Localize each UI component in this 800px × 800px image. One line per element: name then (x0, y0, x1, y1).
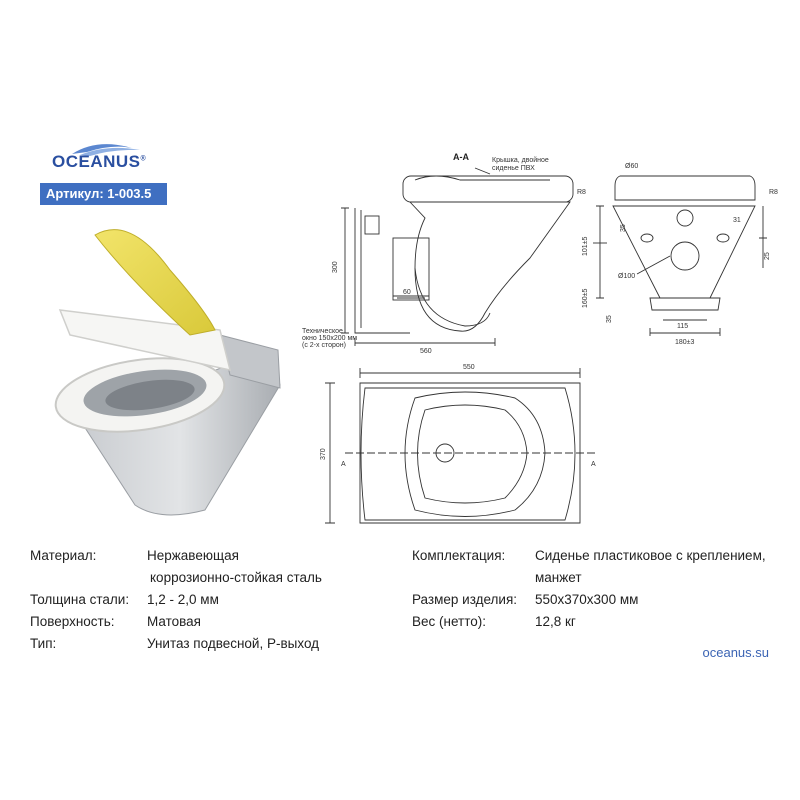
spec-weight-label: Вес (нетто): (412, 614, 486, 629)
logo-text: OCEANUS® (52, 152, 147, 171)
spec-type-value: Унитаз подвесной, Р-выход (147, 636, 320, 651)
section-label: A-A (453, 152, 469, 162)
wave-icon (72, 144, 140, 156)
spec-kit-value-2: манжет (535, 570, 582, 585)
svg-text:101±5: 101±5 (582, 236, 589, 256)
website-link[interactable]: oceanus.su (702, 645, 770, 660)
svg-text:A: A (341, 461, 346, 468)
svg-text:35: 35 (620, 224, 627, 232)
svg-text:60: 60 (403, 289, 411, 296)
svg-text:A: A (591, 461, 596, 468)
svg-text:(с 2-х сторон): (с 2-х сторон) (302, 342, 346, 349)
svg-text:35: 35 (606, 315, 613, 323)
article-number: Артикул: 1-003.5 (40, 183, 167, 205)
svg-text:R8: R8 (769, 189, 778, 196)
spec-thickness-label: Толщина стали: (30, 592, 130, 607)
svg-text:Техническое: Техническое (302, 328, 343, 335)
svg-text:Ø60: Ø60 (625, 163, 638, 170)
svg-text:Крышка, двойное: Крышка, двойное (492, 156, 549, 164)
svg-text:560: 560 (420, 348, 432, 355)
spec-material-label: Материал: (30, 548, 97, 563)
spec-type-label: Тип: (30, 636, 57, 651)
svg-text:300: 300 (332, 261, 339, 273)
brand-logo: OCEANUS® (52, 140, 152, 180)
spec-size-label: Размер изделия: (412, 592, 518, 607)
spec-material-value-2: коррозионно-стойкая сталь (150, 570, 322, 585)
svg-text:R8: R8 (577, 189, 586, 196)
spec-weight-value: 12,8 кг (535, 614, 576, 629)
svg-text:370: 370 (320, 448, 327, 460)
spec-size-value: 550х370х300 мм (535, 592, 639, 607)
spec-thickness-value: 1,2 - 2,0 мм (147, 592, 219, 607)
svg-text:31: 31 (733, 217, 741, 224)
technical-drawing: A-A Крышка, двойное сиденье ПВХ Техничес… (285, 148, 785, 538)
svg-text:115: 115 (677, 323, 688, 330)
spec-surface-value: Матовая (147, 614, 201, 629)
svg-text:25: 25 (764, 252, 771, 260)
svg-text:Ø100: Ø100 (618, 273, 635, 280)
svg-text:160±5: 160±5 (582, 288, 589, 308)
product-photo (40, 210, 300, 530)
spec-kit-label: Комплектация: (412, 548, 506, 563)
spec-kit-value: Сиденье пластиковое с креплением, (535, 548, 766, 563)
svg-text:550: 550 (463, 364, 475, 371)
spec-material-value: Нержавеющая (147, 548, 239, 563)
svg-text:окно 150х200 мм: окно 150х200 мм (302, 335, 357, 342)
svg-text:180±3: 180±3 (675, 339, 695, 346)
svg-text:сиденье ПВХ: сиденье ПВХ (492, 165, 535, 172)
spec-surface-label: Поверхность: (30, 614, 115, 629)
